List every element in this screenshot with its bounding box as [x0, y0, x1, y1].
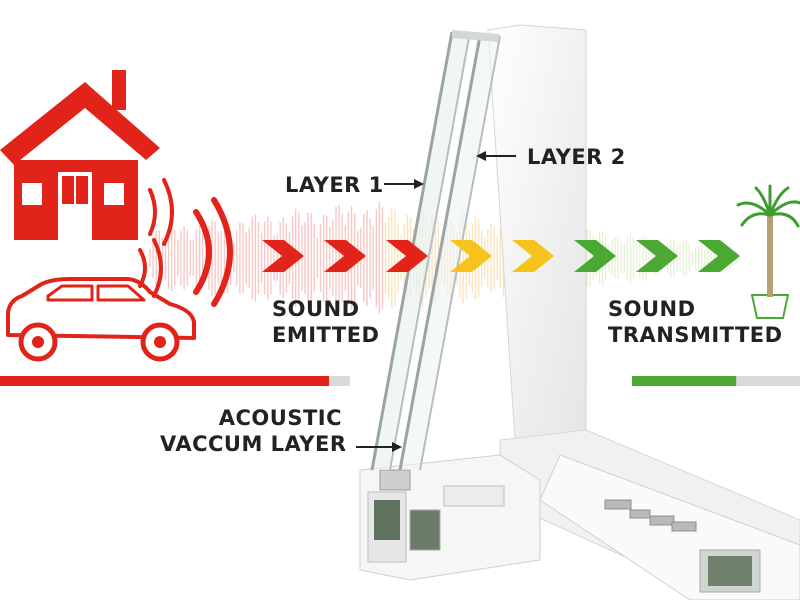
sound-transmitted-meter-fill: [632, 376, 737, 386]
sound-emitted-meter-fill: [0, 376, 329, 386]
layer-1-text: LAYER 1: [285, 173, 384, 197]
layer-1-label: LAYER 1: [285, 172, 384, 198]
sound-transmitted-line-2: TRANSMITTED: [608, 323, 783, 347]
sound-emitted-meter: [0, 376, 350, 386]
flow-arrow: [324, 240, 366, 272]
house-icon: [0, 70, 160, 240]
acoustic-line-1: ACOUSTIC: [218, 406, 342, 430]
arrow-right-icon: [356, 442, 402, 452]
sound-wave-icon: [138, 178, 233, 307]
flow-arrow: [636, 240, 678, 272]
arrow-right-icon: [384, 179, 424, 189]
plant-icon: [736, 184, 800, 319]
arrow-left-icon: [476, 151, 516, 161]
flow-arrow: [262, 240, 304, 272]
flow-arrow: [574, 240, 616, 272]
car-icon: [6, 277, 196, 362]
flow-arrow: [386, 240, 428, 272]
acoustic-line-2: VACCUM LAYER: [160, 432, 347, 456]
flow-arrow: [450, 240, 492, 272]
acoustic-vacuum-layer-label: ACOUSTIC VACCUM LAYER: [160, 405, 347, 457]
sound-transmitted-meter: [632, 376, 800, 386]
sound-emitted-line-1: SOUND: [272, 297, 360, 321]
layer-2-label: LAYER 2: [527, 144, 626, 170]
sound-emitted-line-2: EMITTED: [272, 323, 380, 347]
sound-transmitted-label: SOUND TRANSMITTED: [608, 296, 783, 348]
flow-arrow: [698, 240, 740, 272]
sound-emitted-label: SOUND EMITTED: [272, 296, 379, 348]
sound-transmitted-line-1: SOUND: [608, 297, 696, 321]
sound-flow-arrows: [262, 240, 740, 272]
flow-arrow: [512, 240, 554, 272]
layer-2-text: LAYER 2: [527, 145, 626, 169]
